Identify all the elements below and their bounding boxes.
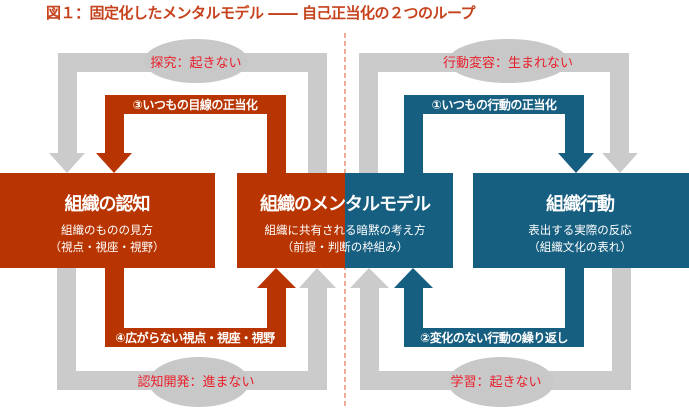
outcome-learning: 学習：起きない	[450, 375, 542, 390]
arrow-up-icon	[299, 268, 336, 288]
box-behavior-title: 組織行動	[546, 194, 615, 215]
figure-title: 図１：固定化したメンタルモデル ―― 自己正当化の２つのループ	[46, 4, 476, 22]
box-cognition-title: 組織の認知	[64, 194, 151, 215]
loop-label-4: ④広がらない視点・視座・視野	[115, 331, 275, 345]
arrow-down-icon	[602, 153, 638, 173]
ellipse-inquiry	[144, 39, 248, 83]
arrow-up-icon	[350, 268, 389, 288]
outcome-behavior-change: 行動変容：生まれない	[442, 56, 574, 71]
arrow-down-icon	[558, 153, 594, 173]
box-mental-model-line2: （前提・判断の枠組み）	[281, 240, 409, 254]
box-cognition	[0, 173, 215, 268]
box-behavior-line1: 表出する実際の反応	[528, 223, 632, 237]
red-loop-3	[96, 95, 286, 173]
arrow-down-icon	[49, 153, 85, 173]
arrow-up-icon	[394, 268, 433, 288]
red-loop-4	[105, 268, 296, 347]
box-mental-model-right	[345, 173, 453, 268]
loop-label-3: ③いつもの目線の正当化	[132, 98, 258, 112]
arrow-up-icon	[257, 268, 296, 288]
box-mental-model-left	[237, 173, 345, 268]
blue-loop-2	[394, 268, 584, 347]
ellipse-learning	[448, 357, 554, 407]
ellipse-cognitive-dev	[149, 357, 249, 407]
arrow-down-icon	[96, 153, 132, 173]
box-cognition-line2: （視点・視座・視野）	[49, 240, 165, 254]
box-mental-model-title: 組織のメンタルモデル	[260, 194, 431, 215]
grey-loop-learning	[350, 268, 631, 390]
outcome-inquiry: 探究：起きない	[150, 56, 242, 71]
ellipse-behavior-change	[448, 39, 568, 83]
box-cognition-line1: 組織のものの見方	[61, 223, 153, 237]
blue-loop-1	[404, 95, 594, 173]
box-behavior	[473, 173, 689, 268]
box-mental-model-line1: 組織に共有される暗黙の考え方	[264, 223, 426, 237]
loop-label-2: ②変化のない行動の繰り返し	[420, 331, 568, 345]
loop-label-1: ①いつもの行動の正当化	[431, 98, 557, 112]
outcome-cognitive-dev: 認知開発：進まない	[137, 375, 255, 390]
box-behavior-line2: （組織文化の表れ）	[528, 240, 632, 254]
